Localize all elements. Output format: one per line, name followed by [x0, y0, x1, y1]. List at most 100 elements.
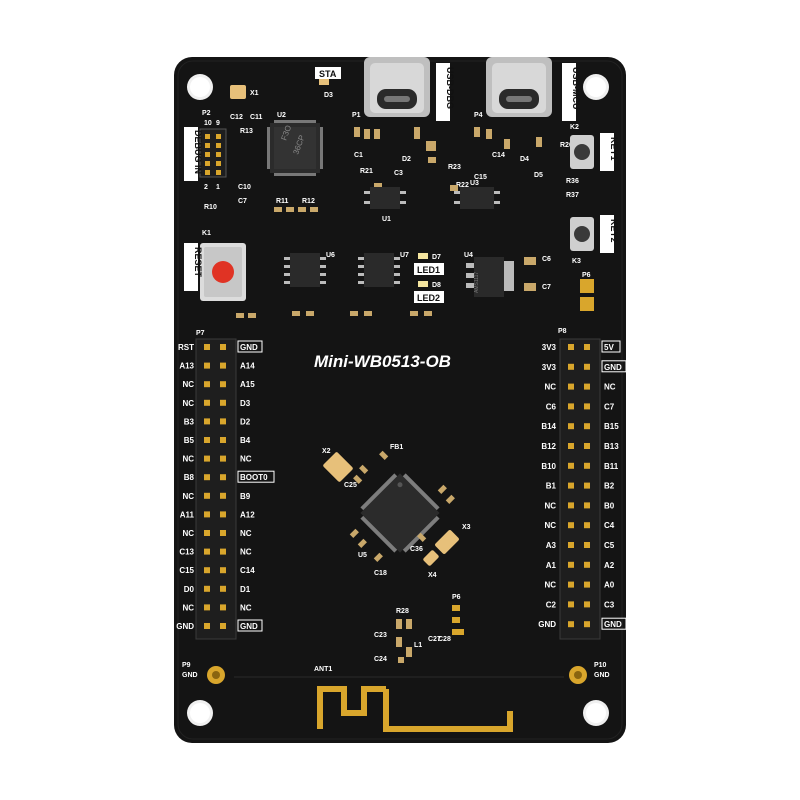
header-pin: [584, 403, 590, 410]
ref-r11: R11: [276, 198, 289, 205]
ref-d3: D3: [324, 92, 333, 99]
crystal-x3: [435, 530, 459, 554]
ref-p4: P4: [474, 112, 483, 119]
debug-in-label-box: [184, 127, 198, 181]
key2-label: KEY2: [609, 219, 619, 243]
ref-d4: D4: [520, 156, 529, 163]
reset-button[interactable]: [200, 243, 246, 301]
ref-p10-gnd: GND: [594, 672, 610, 679]
chip-u7: [358, 253, 400, 287]
ref-r28: R28: [396, 608, 409, 615]
header-p7[interactable]: [195, 338, 237, 640]
pin-label: A13: [179, 362, 194, 371]
ref-c24: C24: [374, 656, 387, 663]
header-pin: [220, 344, 226, 350]
pin-label: B3: [184, 417, 195, 426]
pin-label: GND: [240, 622, 258, 631]
ref-c3: C3: [394, 170, 403, 177]
pin-label: D2: [240, 417, 251, 426]
ref-c12: C12: [230, 114, 243, 121]
svg-text:1: 1: [216, 184, 220, 191]
header-pin: [568, 482, 574, 489]
ref-p1: P1: [352, 112, 361, 119]
header-pin: [204, 381, 210, 388]
header-pin: [584, 621, 590, 628]
header-pin: [568, 581, 574, 588]
pin-label: NC: [240, 455, 252, 464]
led-d8: [418, 281, 428, 287]
pin-label: NC: [604, 383, 616, 392]
ref-r37: R37: [566, 192, 579, 199]
pin-label: NC: [182, 399, 194, 408]
debug-in-pins: [205, 134, 221, 175]
led-d7: [418, 253, 428, 259]
pin-label: C14: [240, 566, 255, 575]
header-pin: [220, 474, 226, 481]
usb-dbg-label: USB-DBG: [445, 67, 455, 109]
header-pin: [220, 623, 226, 629]
pcb-board: USB-DBG USB-MCU STA X1 F3O 36CP U2 C12 C…: [174, 57, 626, 743]
ref-c6: C6: [542, 256, 551, 263]
chip-u3: [454, 187, 500, 209]
header-pin: [584, 462, 590, 469]
pin-label: A0: [604, 581, 615, 590]
pin-label: A11: [180, 510, 195, 519]
pin-label: B8: [184, 473, 195, 482]
ref-r10: R10: [204, 204, 217, 211]
pin-label: C3: [604, 600, 615, 609]
header-pin: [204, 437, 210, 443]
pin-label: A3: [546, 541, 557, 550]
pin-label: 3V3: [542, 363, 557, 372]
pin-label: RST: [178, 343, 194, 352]
ref-r23: R23: [448, 164, 461, 171]
ref-p6-top: P6: [582, 272, 591, 279]
ref-c11: C11: [250, 114, 263, 121]
main-mcu-chip: [360, 473, 440, 553]
chip-u1: [364, 187, 406, 209]
header-pin: [584, 502, 590, 509]
pin-label: GND: [604, 363, 622, 372]
header-pin: [204, 567, 210, 574]
ref-x2: X2: [322, 448, 331, 455]
header-pin: [220, 399, 226, 406]
header-pin: [584, 542, 590, 548]
header-pin: [204, 530, 210, 536]
ref-c7: C7: [238, 198, 247, 205]
header-pin: [584, 443, 590, 449]
crystal-x2: [323, 452, 353, 482]
pin-label: C7: [604, 402, 615, 411]
header-pin: [220, 530, 226, 536]
usb-mcu-connector[interactable]: [486, 57, 552, 117]
usb-dbg-connector[interactable]: [364, 57, 430, 117]
header-pin: [204, 604, 210, 611]
key1-button[interactable]: [570, 135, 594, 169]
crystal-x1: [230, 85, 246, 99]
pin-label: BOOT0: [240, 473, 268, 482]
passives-mcu: [349, 450, 455, 562]
header-p8[interactable]: [559, 338, 601, 640]
pin-label: B4: [240, 436, 251, 445]
ref-u3: U3: [470, 180, 479, 187]
pin-label: B5: [184, 436, 195, 445]
key2-button[interactable]: [570, 217, 594, 251]
pin-label: A2: [604, 561, 615, 570]
ref-u2: U2: [277, 112, 286, 119]
ref-d8: D8: [432, 282, 441, 289]
pin-label: 3V3: [542, 343, 557, 352]
pin-label: NC: [182, 455, 194, 464]
debug-in-header[interactable]: [199, 128, 227, 178]
ref-c36: C36: [410, 546, 423, 553]
svg-text:2: 2: [204, 184, 208, 191]
pin-label: GND: [240, 343, 258, 352]
header-pin: [220, 418, 226, 425]
ref-r12: R12: [302, 198, 315, 205]
ref-fb1: FB1: [390, 444, 403, 451]
pin-label: A14: [240, 362, 255, 371]
led2-label-box: [414, 291, 444, 303]
header-pin: [568, 502, 574, 509]
ref-x4: X4: [428, 572, 437, 579]
ref-c23: C23: [374, 632, 387, 639]
header-pin: [204, 399, 210, 406]
header-p7-pins: [204, 344, 226, 629]
